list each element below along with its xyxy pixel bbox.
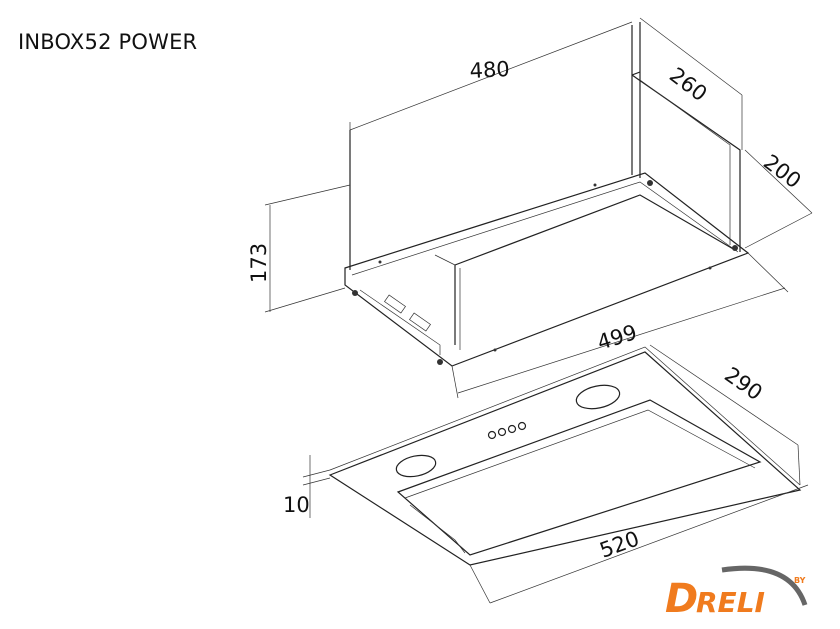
svg-text:BY: BY [794, 576, 806, 585]
dimension-labels: 480 260 200 173 499 290 520 10 [247, 57, 805, 563]
dim-200: 200 [759, 150, 805, 193]
hood-body [344, 22, 750, 367]
dreli-logo: D RELI BY [665, 565, 808, 622]
svg-text:RELI: RELI [696, 586, 765, 619]
dimension-lines [264, 17, 813, 604]
control-buttons [487, 421, 527, 440]
dim-10: 10 [283, 493, 310, 517]
product-title: INBOX52 POWER [18, 30, 198, 54]
dim-173: 173 [247, 243, 271, 283]
dim-520: 520 [597, 526, 643, 562]
dim-499: 499 [594, 320, 639, 355]
dim-480: 480 [469, 57, 510, 83]
dim-290: 290 [720, 362, 767, 405]
dim-260: 260 [665, 63, 711, 106]
svg-text:D: D [665, 576, 698, 622]
front-panel [328, 346, 802, 566]
